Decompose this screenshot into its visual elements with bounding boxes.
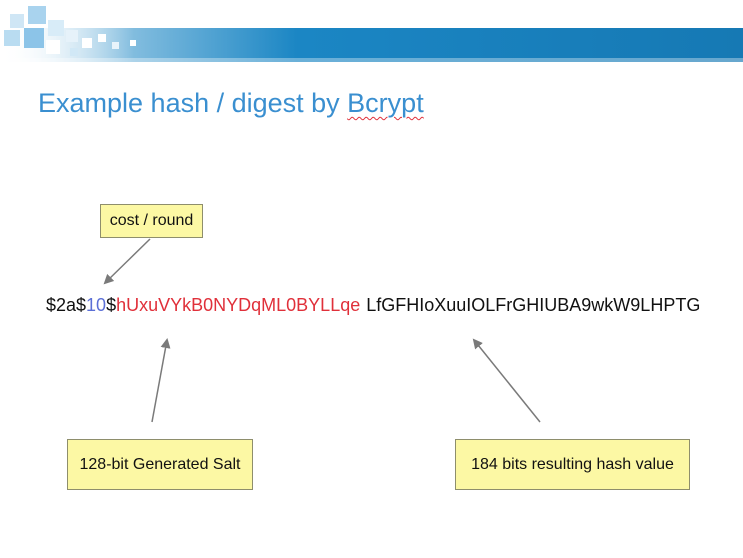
arrow-hash-value-to-hash (472, 338, 541, 423)
callout-generated-salt: 128-bit Generated Salt (67, 439, 253, 490)
callout-cost-label: cost / round (109, 212, 194, 229)
banner-squares-decoration (4, 6, 136, 56)
arrow-cost-to-hash (103, 238, 151, 285)
hash-separator: $ (106, 295, 117, 315)
slide-title: Example hash / digest by Bcrypt (38, 88, 424, 119)
arrow-salt-to-hash (151, 338, 171, 423)
callout-salt-label: 128-bit Generated Salt (79, 455, 241, 473)
banner-stripe (0, 28, 743, 62)
title-bcrypt: Bcrypt (347, 88, 424, 118)
callout-cost-round: cost / round (100, 204, 203, 238)
hash-digest: LfGFHIoXuuIOLFrGHIUBA9wkW9LHPTG (366, 295, 701, 315)
callout-hash-value: 184 bits resulting hash value (455, 439, 690, 490)
header-banner (0, 0, 743, 62)
callout-hash-label: 184 bits resulting hash value (471, 455, 674, 473)
title-text: Example hash / digest by (38, 88, 348, 118)
hash-cost: 10 (86, 295, 107, 315)
hash-salt: hUxuVYkB0NYDqML0BYLLqe (116, 295, 361, 315)
hash-prefix: $2a$ (46, 295, 87, 315)
